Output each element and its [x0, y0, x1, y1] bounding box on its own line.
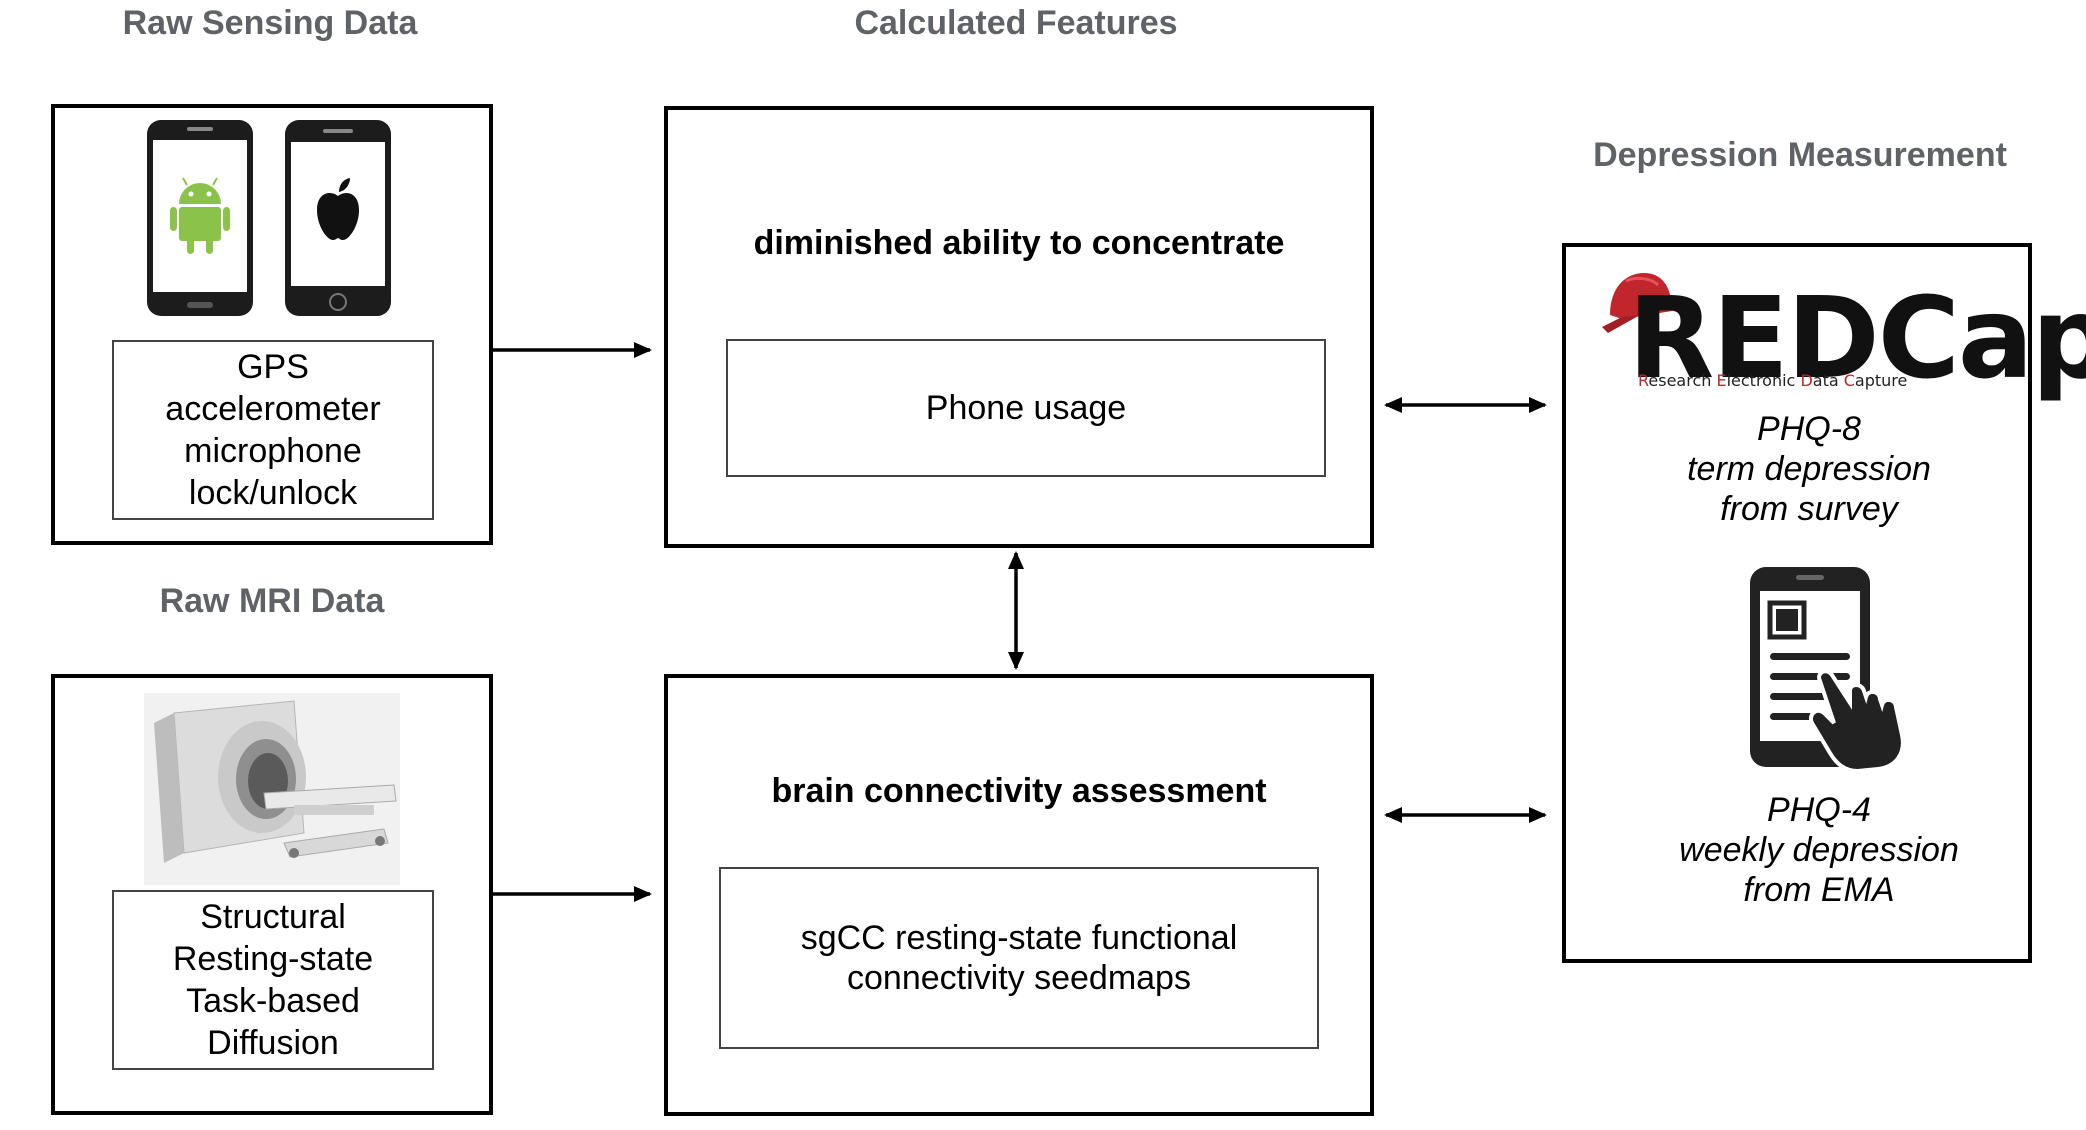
redcap-cap-icon: [1602, 273, 1672, 333]
redcap-logo-subtitle: Research Electronic Data Capture: [1638, 371, 1908, 390]
sensing-item-accelerometer: accelerometer: [165, 390, 381, 428]
android-logo-icon: [170, 177, 230, 254]
phq4-desc-line1: weekly depression: [1679, 831, 1959, 869]
mri-item-diffusion: Diffusion: [207, 1024, 339, 1062]
mri-item-resting-state: Resting-state: [172, 940, 374, 978]
header-calculated-features: Calculated Features: [854, 4, 1178, 42]
sgcc-seedmaps-box: sgCC resting-state functional connectivi…: [719, 867, 1319, 1049]
phone-tap-icon: [1750, 567, 1905, 773]
header-depression-measurement: Depression Measurement: [1593, 136, 2007, 174]
mri-item-task-based: Task-based: [186, 982, 360, 1020]
phq4-text: PHQ-4 weekly depression from EMA: [1679, 790, 1959, 910]
feature-concentration-title: diminished ability to concentrate: [753, 224, 1285, 262]
phq8-title: PHQ-8: [1757, 410, 1861, 448]
raw-mri-box: Structural Resting-state Task-based Diff…: [51, 674, 493, 1115]
android-phone-icon: [147, 120, 253, 316]
iphone-icon: [285, 120, 391, 316]
sensing-item-microphone: microphone: [184, 432, 362, 470]
sgcc-seedmaps-line2: connectivity seedmaps: [847, 959, 1191, 997]
feature-brain-connectivity-title: brain connectivity assessment: [771, 772, 1267, 810]
header-raw-mri: Raw MRI Data: [159, 582, 385, 620]
phq8-desc-line1: term depression: [1687, 450, 1931, 488]
mri-scanner-image: [144, 693, 400, 885]
header-raw-sensing: Raw Sensing Data: [122, 4, 418, 42]
phq8-desc-line2: from survey: [1720, 490, 1898, 528]
sensing-list-box: GPS accelerometer microphone lock/unlock: [112, 340, 434, 520]
redcap-logo-text: REDCap: [1628, 274, 2086, 404]
depression-measurement-box: REDCap Research Electronic Data Capture …: [1562, 243, 2086, 963]
apple-logo-icon: [317, 178, 359, 240]
mri-item-structural: Structural: [200, 898, 346, 936]
mri-list-box: Structural Resting-state Task-based Diff…: [112, 890, 434, 1070]
feature-concentration-box: diminished ability to concentrate Phone …: [664, 106, 1374, 548]
sgcc-seedmaps-line1: sgCC resting-state functional: [800, 919, 1238, 957]
phone-usage-label: Phone usage: [925, 389, 1127, 427]
phq4-desc-line2: from EMA: [1743, 871, 1895, 909]
phq8-text: PHQ-8 term depression from survey: [1687, 409, 1931, 529]
feature-brain-connectivity-box: brain connectivity assessment sgCC resti…: [664, 674, 1374, 1116]
phq4-title: PHQ-4: [1767, 791, 1871, 829]
sensing-item-gps: GPS: [237, 348, 309, 386]
sensing-item-lock-unlock: lock/unlock: [188, 474, 358, 512]
phone-usage-box: Phone usage: [726, 339, 1326, 477]
raw-sensing-box: GPS accelerometer microphone lock/unlock: [51, 104, 493, 545]
